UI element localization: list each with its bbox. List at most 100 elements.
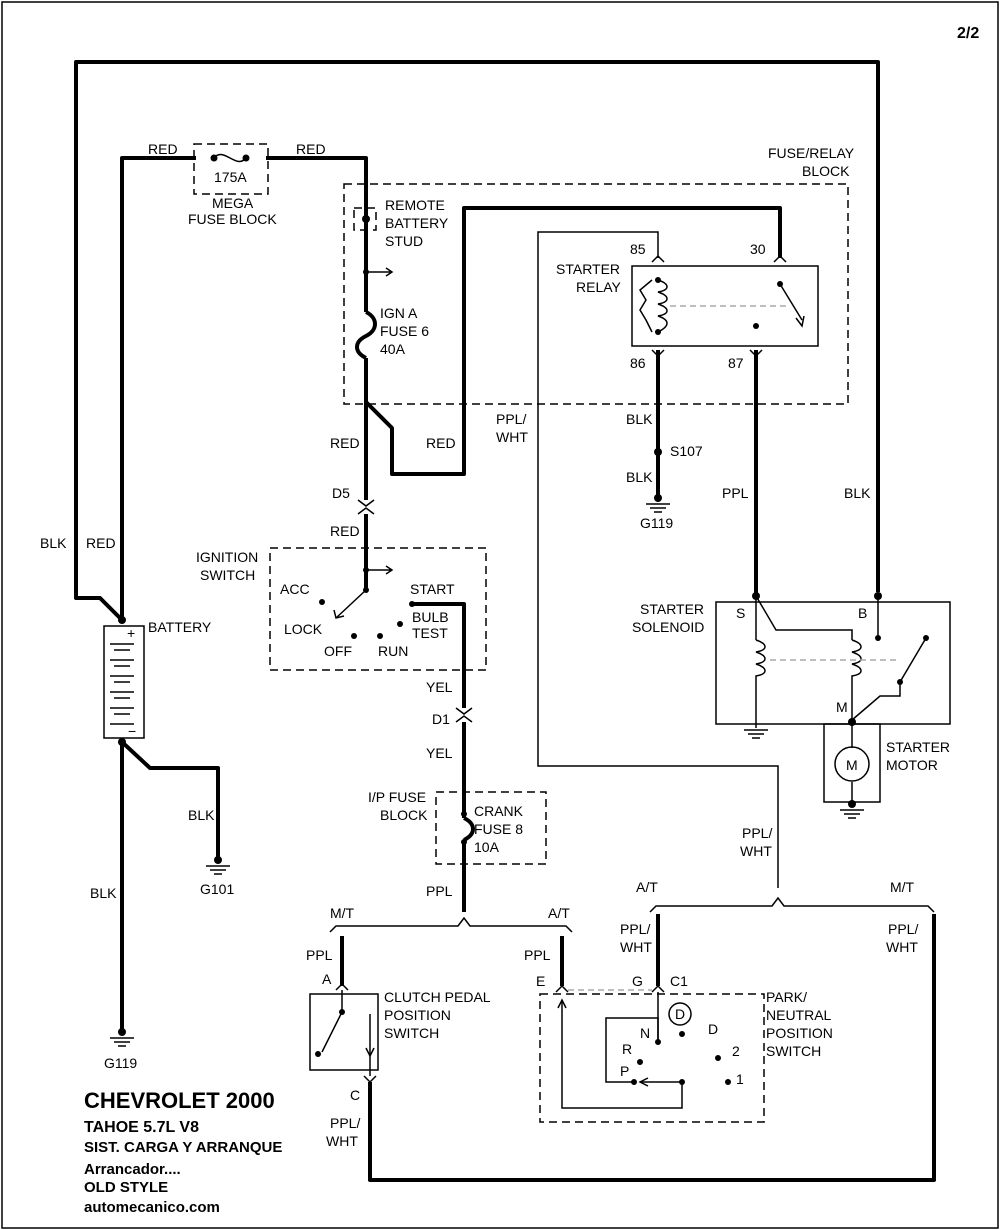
ign-fuse-label-1: IGN A	[380, 305, 418, 321]
lbl-ppl-wht-clutch-1: PPL/	[330, 1115, 360, 1131]
remote-stud-terminal	[362, 215, 370, 223]
starter-relay-label-1: STARTER	[556, 261, 620, 277]
pn-contact-2	[715, 1055, 721, 1061]
clutch-c-arrow	[365, 1047, 375, 1058]
solenoid-pin-m: M	[836, 699, 848, 715]
pn-r: R	[622, 1041, 632, 1057]
pn-1: 1	[736, 1071, 744, 1087]
ignition-run-contact	[377, 633, 383, 639]
remote-stud-label-2: BATTERY	[385, 215, 449, 231]
relay-switch-arm	[779, 283, 803, 321]
relay-switch-arrow	[795, 315, 805, 328]
pn-wiper-arrow	[638, 1077, 649, 1087]
relay-pin-85: 85	[630, 241, 646, 257]
relay-pin-87: 87	[728, 355, 744, 371]
clutch-c-connector	[363, 1075, 377, 1084]
lbl-ppl-solenoid: PPL	[722, 485, 749, 501]
remote-stud-box	[353, 207, 377, 231]
crank-fuse-1: CRANK	[474, 803, 524, 819]
pn-d: D	[708, 1021, 718, 1037]
clutch-label-1: CLUTCH PEDAL	[384, 989, 491, 1005]
lbl-blk-g119: BLK	[90, 885, 117, 901]
ignition-off: OFF	[324, 643, 352, 659]
ign-fuse-label-3: 40A	[380, 341, 406, 357]
lbl-ppl-clutch: PPL	[306, 947, 333, 963]
g101-dot	[214, 856, 222, 864]
pn-label-1: PARK/	[766, 989, 807, 1005]
starter-solenoid	[715, 601, 951, 725]
solenoid-contact-to-m	[851, 682, 901, 721]
lbl-ppl-wht-right-2: WHT	[740, 843, 772, 859]
solenoid-s-to-pull-coil	[755, 595, 853, 640]
ignition-off-contact	[351, 633, 357, 639]
lbl-blk-battery: BLK	[40, 535, 67, 551]
pn-d-circle	[668, 1002, 692, 1026]
pn-contact-r	[637, 1059, 643, 1065]
lbl-ppl-wht-at-2: WHT	[620, 939, 652, 955]
lbl-blk-relay: BLK	[626, 411, 653, 427]
relay-87-connector	[749, 349, 763, 358]
solenoid-pin-b: B	[858, 605, 867, 621]
arrow-ign-branch	[366, 267, 394, 277]
starter-motor-symbol	[834, 746, 870, 782]
starter-motor-label-2: MOTOR	[886, 757, 938, 773]
split-line-pn	[649, 896, 935, 913]
starter-relay-label-2: RELAY	[576, 279, 622, 295]
title-line-5: OLD STYLE	[84, 1179, 168, 1196]
g119-relay-ground-symbol	[646, 503, 670, 513]
relay-30-connector	[773, 254, 787, 263]
mega-fuse-label-1: MEGA	[212, 195, 254, 211]
ignition-run: RUN	[378, 643, 408, 659]
clutch-pin-a: A	[322, 971, 332, 987]
split-line-clutch	[329, 916, 573, 933]
pn-switch-box	[539, 993, 765, 1123]
pn-c1-connector	[651, 984, 665, 993]
battery-plus: +	[127, 625, 135, 641]
lbl-d5: D5	[332, 485, 350, 501]
ignition-bulb-1: BULB	[412, 609, 449, 625]
ignition-switch-box	[269, 547, 487, 671]
pn-label-2: NEUTRAL	[766, 1007, 832, 1023]
battery-pos-terminal	[118, 616, 126, 624]
motor-ground-dot	[848, 800, 856, 808]
remote-stud-label-1: REMOTE	[385, 197, 445, 213]
relay-pin-30: 30	[750, 241, 766, 257]
lbl-red-2: RED	[296, 141, 326, 157]
lbl-s107: S107	[670, 443, 703, 459]
ignition-label-1: IGNITION	[196, 549, 258, 565]
crank-fuse-top	[461, 811, 467, 817]
lbl-blk-g101: BLK	[188, 807, 215, 823]
relay-contact-87	[753, 323, 759, 329]
wire-red-battery-to-mega-fuse	[120, 156, 196, 620]
mega-fuse-block	[193, 143, 269, 195]
lbl-ppl-wht-relay-1: PPL/	[496, 411, 526, 427]
solenoid-b-contact	[875, 635, 881, 641]
ignition-switch-arm	[335, 589, 367, 619]
fuse-relay-label-1: FUSE/RELAY	[768, 145, 855, 161]
battery-cells	[110, 643, 134, 725]
pn-p: P	[620, 1063, 629, 1079]
solenoid-ground-symbol	[744, 729, 768, 739]
remote-stud-label-3: STUD	[385, 233, 423, 249]
wire-blk-battery-to-g101	[120, 740, 220, 858]
pn-e-arrow	[557, 998, 567, 1009]
lbl-mt-right: M/T	[890, 879, 915, 895]
pn-e-connector	[555, 984, 569, 993]
wire-red-stud-to-relay-30	[364, 206, 782, 476]
mega-fuse-element	[213, 153, 247, 163]
solenoid-label-1: STARTER	[640, 601, 704, 617]
pn-n-to-p-loop	[605, 1017, 659, 1083]
battery-neg-terminal	[118, 738, 126, 746]
fuse-relay-block	[343, 183, 849, 405]
starter-motor-label-1: STARTER	[886, 739, 950, 755]
g119-dot	[118, 1028, 126, 1036]
title-line-6: automecanico.com	[84, 1199, 220, 1216]
relay-pin-86: 86	[630, 355, 646, 371]
title-line-2: TAHOE 5.7L V8	[84, 1119, 199, 1136]
pn-pin-e: E	[536, 973, 545, 989]
lbl-ppl-wht-relay-2: WHT	[496, 429, 528, 445]
lbl-red-4: RED	[426, 435, 456, 451]
lbl-yel-2: YEL	[426, 745, 453, 761]
ignition-bulb-contact	[397, 621, 403, 627]
